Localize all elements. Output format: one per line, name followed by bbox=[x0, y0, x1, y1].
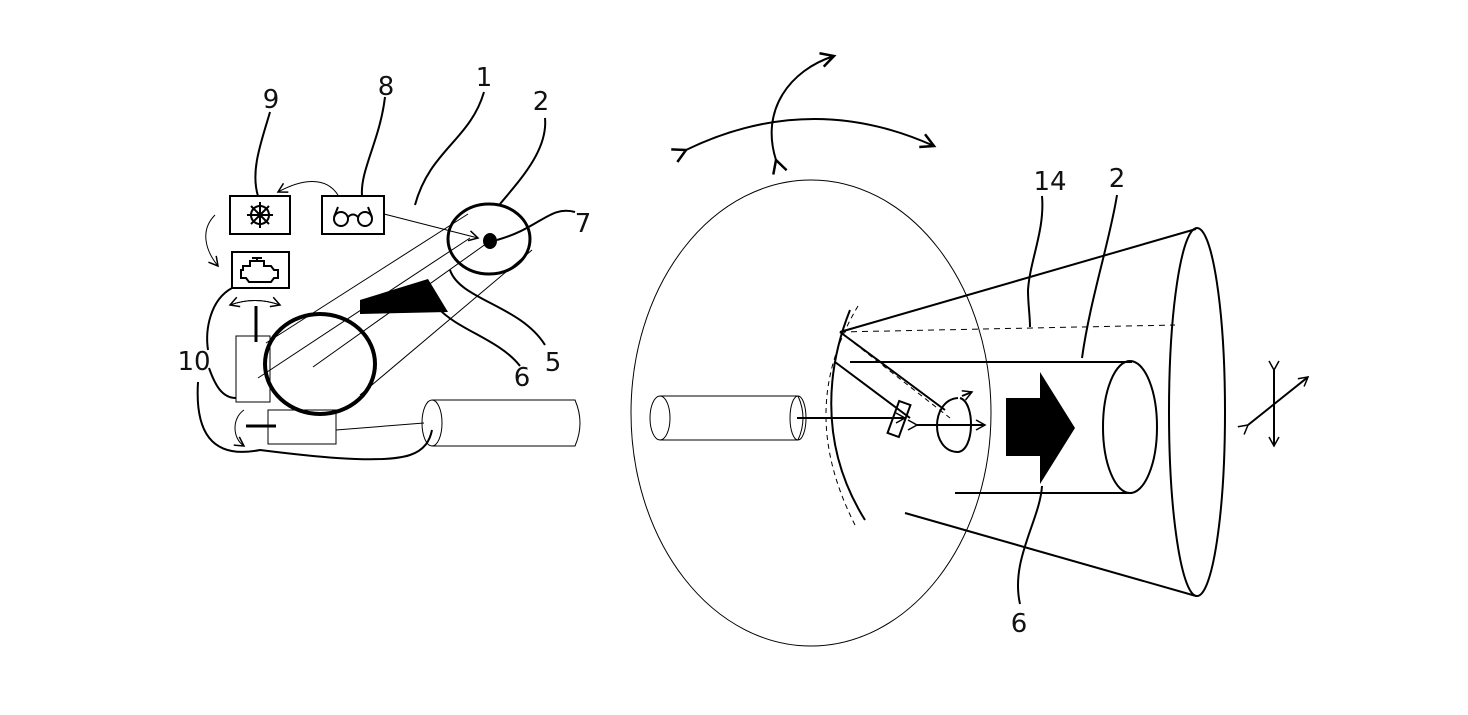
inner-cylinder bbox=[649, 395, 807, 441]
rotate-symbol-head bbox=[961, 389, 974, 401]
cone-top-edge bbox=[839, 228, 1197, 333]
direction-arrow-shape bbox=[1006, 372, 1075, 484]
engine-box bbox=[231, 251, 290, 289]
swivel-arrow-top-rev bbox=[228, 296, 281, 308]
leader-9 bbox=[254, 111, 271, 197]
glasses-box bbox=[321, 195, 385, 235]
label-9: 9 bbox=[263, 85, 280, 115]
mount-body bbox=[235, 335, 271, 403]
left-figure bbox=[196, 91, 581, 461]
rotate-arrow-left bbox=[233, 409, 246, 447]
leader-8 bbox=[360, 96, 386, 197]
beam-line-top bbox=[265, 213, 469, 344]
pupil-dot bbox=[483, 233, 497, 249]
yaw-arrow bbox=[671, 117, 937, 163]
leader-10-bottom bbox=[196, 381, 433, 461]
leader-2-right bbox=[1081, 194, 1118, 359]
engine-icon bbox=[240, 257, 279, 283]
steering-wheel-box bbox=[229, 195, 291, 235]
leader-10-top bbox=[208, 367, 237, 399]
label-8: 8 bbox=[378, 72, 395, 102]
steering-wheel-icon bbox=[247, 202, 273, 228]
label-1: 1 bbox=[476, 63, 493, 93]
label-6-right: 6 bbox=[1011, 609, 1028, 639]
label-2-right: 2 bbox=[1109, 164, 1126, 194]
head-ellipse bbox=[630, 179, 992, 647]
glasses-to-wheel-arrow bbox=[276, 181, 339, 196]
leader-5 bbox=[449, 269, 546, 346]
beam-line-bottom bbox=[359, 249, 533, 396]
label-5: 5 bbox=[545, 348, 562, 378]
sensor-block bbox=[797, 399, 912, 439]
label-14: 14 bbox=[1033, 167, 1066, 197]
label-6-left: 6 bbox=[514, 363, 531, 393]
wheel-to-engine-arrow bbox=[205, 214, 219, 268]
ray-solid-1 bbox=[839, 331, 946, 411]
glasses-to-eye-arrow bbox=[383, 213, 480, 242]
leader-10-engine bbox=[206, 287, 233, 351]
leader-7 bbox=[496, 209, 576, 241]
leader-6-left bbox=[437, 307, 521, 367]
cone-axis-dashed bbox=[839, 324, 1176, 333]
eye-circle bbox=[446, 202, 532, 276]
cone-bottom-edge bbox=[904, 512, 1197, 597]
visor-curve bbox=[830, 309, 866, 521]
display-circle bbox=[263, 312, 377, 416]
forearm-cylinder bbox=[335, 399, 581, 447]
leader-6-right bbox=[1017, 485, 1043, 605]
label-10: 10 bbox=[177, 347, 210, 377]
outer-cylinder bbox=[945, 360, 1158, 494]
ray-solid-2 bbox=[834, 361, 911, 419]
leader-1 bbox=[414, 91, 485, 206]
rotate-symbol bbox=[936, 397, 972, 454]
leader-2-left bbox=[499, 117, 547, 205]
diagonal-move-arrow bbox=[1237, 376, 1310, 435]
label-2-left: 2 bbox=[533, 87, 550, 117]
right-figure bbox=[630, 52, 1310, 647]
wedge-shape bbox=[360, 279, 448, 314]
pitch-arrow bbox=[770, 52, 837, 175]
leader-14 bbox=[1026, 195, 1044, 328]
label-7: 7 bbox=[575, 209, 592, 239]
glasses-icon bbox=[333, 206, 373, 227]
cone-base-ellipse bbox=[1168, 227, 1226, 597]
